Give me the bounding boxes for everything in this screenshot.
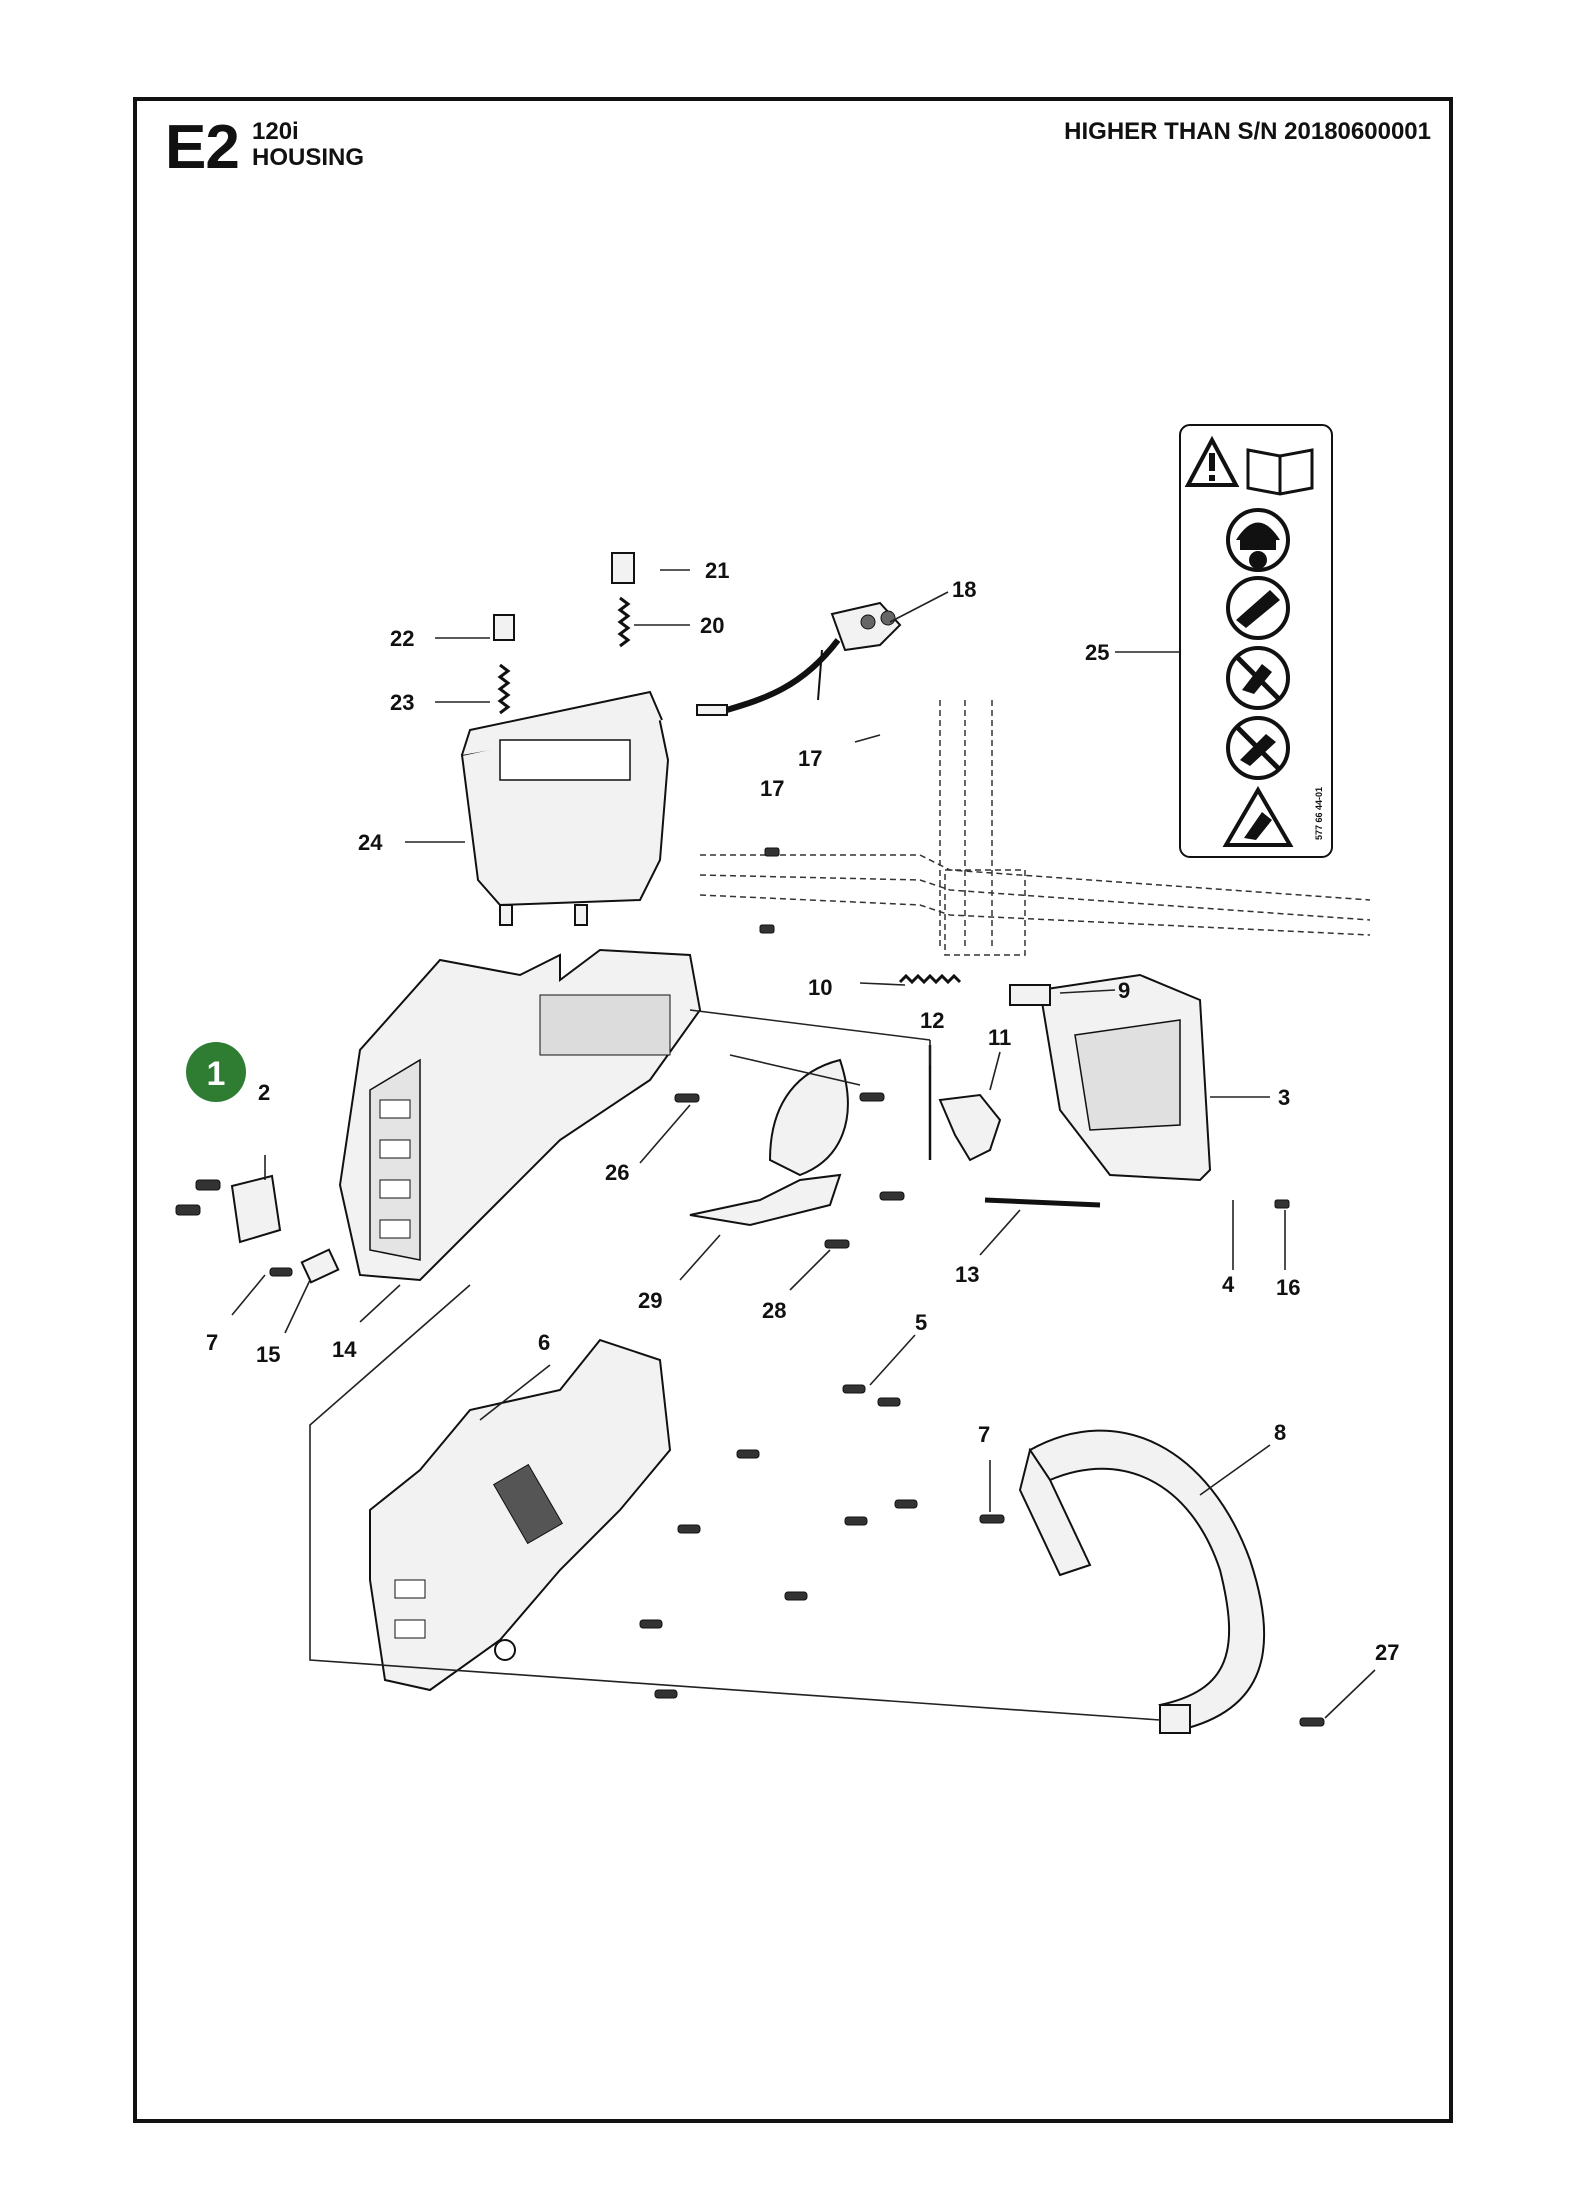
label-25: 25	[1085, 640, 1109, 665]
pin-9	[1009, 984, 1051, 1006]
label-20: 20	[700, 613, 724, 638]
label-24: 24	[358, 830, 383, 855]
label-17-left: 17	[760, 776, 784, 801]
label-8: 8	[1274, 1420, 1286, 1445]
label-3: 3	[1278, 1085, 1290, 1110]
decal-code: 577 66 44-01	[1314, 787, 1324, 840]
label-15: 15	[256, 1342, 280, 1367]
page-frame	[133, 97, 1453, 2123]
label-22: 22	[390, 626, 414, 651]
warning-triangle-icon	[1184, 435, 1240, 487]
label-9: 9	[1118, 978, 1130, 1003]
cover-29	[689, 1054, 861, 1227]
label-10: 10	[808, 975, 832, 1000]
label-16: 16	[1276, 1275, 1300, 1300]
spring-23	[497, 663, 511, 715]
cap-22	[493, 614, 515, 641]
lever-11	[938, 1093, 1002, 1162]
badge-label: 1	[207, 1055, 226, 1093]
no-tip-contact-icon	[1226, 716, 1290, 780]
label-27: 27	[1375, 1640, 1399, 1665]
label-29: 29	[638, 1288, 662, 1313]
label-2: 2	[258, 1080, 270, 1105]
model-name: 120i	[252, 118, 299, 145]
label-7-left: 7	[206, 1330, 218, 1355]
label-12: 12	[920, 1008, 944, 1033]
battery-compartment	[460, 690, 670, 926]
manual-book-icon	[1246, 448, 1314, 496]
label-7-right: 7	[978, 1422, 990, 1447]
screws	[175, 847, 1325, 1727]
label-18: 18	[952, 577, 976, 602]
label-4: 4	[1222, 1272, 1235, 1297]
label-26: 26	[605, 1160, 629, 1185]
warning-decal: 577 66 44-01	[1179, 424, 1333, 858]
label-5: 5	[915, 1310, 927, 1335]
label-28: 28	[762, 1298, 786, 1323]
switch-harness	[696, 601, 902, 716]
section-name: HOUSING	[252, 144, 365, 171]
label-11: 11	[988, 1025, 1011, 1050]
hand-guard	[1038, 973, 1212, 1182]
helmet-protection-icon	[1226, 508, 1290, 572]
circuit-board	[699, 700, 1371, 956]
label-6: 6	[538, 1330, 550, 1355]
highlight-badge: 1	[186, 1042, 246, 1102]
label-14: 14	[332, 1337, 357, 1362]
clip-15	[300, 1248, 340, 1284]
main-housing	[338, 948, 702, 1282]
front-handle	[1018, 1429, 1266, 1734]
label-21: 21	[705, 558, 729, 583]
bracket-2	[230, 1174, 282, 1244]
spring-10	[898, 973, 962, 985]
leader-lines	[231, 569, 1376, 1721]
callout-labels: 2 3 4 5 6 7 7 8 9 10 11 12 13 14 15 16 1…	[206, 558, 1399, 1665]
kickback-warning-icon	[1226, 576, 1290, 640]
no-one-hand-icon	[1226, 646, 1290, 710]
side-cover	[369, 1338, 672, 1692]
section-code: E2	[165, 113, 240, 182]
label-17-top: 17	[798, 746, 822, 771]
kickback-triangle-icon	[1222, 786, 1294, 847]
label-13: 13	[955, 1262, 979, 1287]
rod-13	[984, 1197, 1101, 1208]
label-23: 23	[390, 690, 414, 715]
spring-20	[617, 596, 631, 648]
serial-note: HIGHER THAN S/N 20180600001	[1064, 118, 1431, 145]
cap-21	[611, 552, 635, 584]
